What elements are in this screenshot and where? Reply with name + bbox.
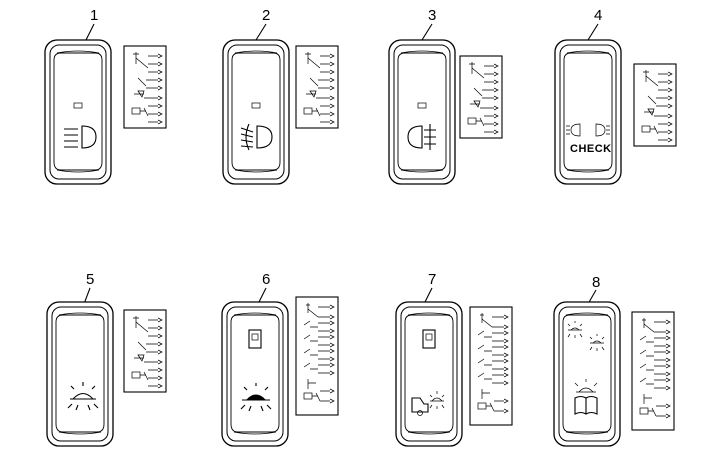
- switch-7: 7: [395, 271, 513, 447]
- interior-light-icon: [567, 321, 605, 351]
- switch-3: 3: [388, 7, 503, 185]
- reading-light-icon: [574, 379, 598, 415]
- light-check-icon: [566, 123, 610, 137]
- switch-number: 5: [86, 271, 94, 288]
- switch-number: 2: [262, 7, 270, 24]
- work-light-icon: [67, 382, 99, 411]
- switch-number: 8: [592, 274, 600, 291]
- switch-4: 4 CHECK: [554, 7, 677, 185]
- wiring-schematic: [295, 45, 339, 129]
- wiring-schematic: [123, 45, 167, 129]
- front-fog-light-icon: [240, 123, 273, 151]
- indicator-lamp: [417, 102, 427, 109]
- indicator-window-icon: [422, 329, 436, 349]
- indicator-lamp: [251, 102, 261, 109]
- wiring-schematic: [295, 296, 339, 416]
- wiring-schematic: [631, 311, 675, 431]
- switch-6: 6: [221, 271, 339, 447]
- rear-fog-light-icon: [407, 124, 436, 150]
- low-beam-headlight-icon: [64, 125, 97, 149]
- switch-1: 1: [44, 7, 167, 185]
- work-light-vehicle-icon: [411, 391, 445, 416]
- switch-2: 2: [222, 7, 339, 185]
- switch-number: 7: [428, 271, 436, 288]
- switch-number: 3: [428, 7, 436, 24]
- switch-5: 5: [46, 271, 167, 447]
- wiring-schematic: [633, 63, 677, 147]
- switch-number: 6: [262, 271, 270, 288]
- wiring-schematic: [469, 306, 513, 426]
- switch-number: 4: [594, 7, 602, 24]
- wiring-schematic: [459, 55, 503, 139]
- wiring-schematic: [123, 309, 167, 393]
- work-light-half-icon: [240, 383, 272, 412]
- indicator-window-icon: [248, 329, 262, 349]
- switch-8: 8: [553, 274, 675, 447]
- check-label: CHECK: [570, 143, 612, 155]
- switch-number: 1: [90, 7, 98, 24]
- indicator-lamp: [73, 102, 83, 109]
